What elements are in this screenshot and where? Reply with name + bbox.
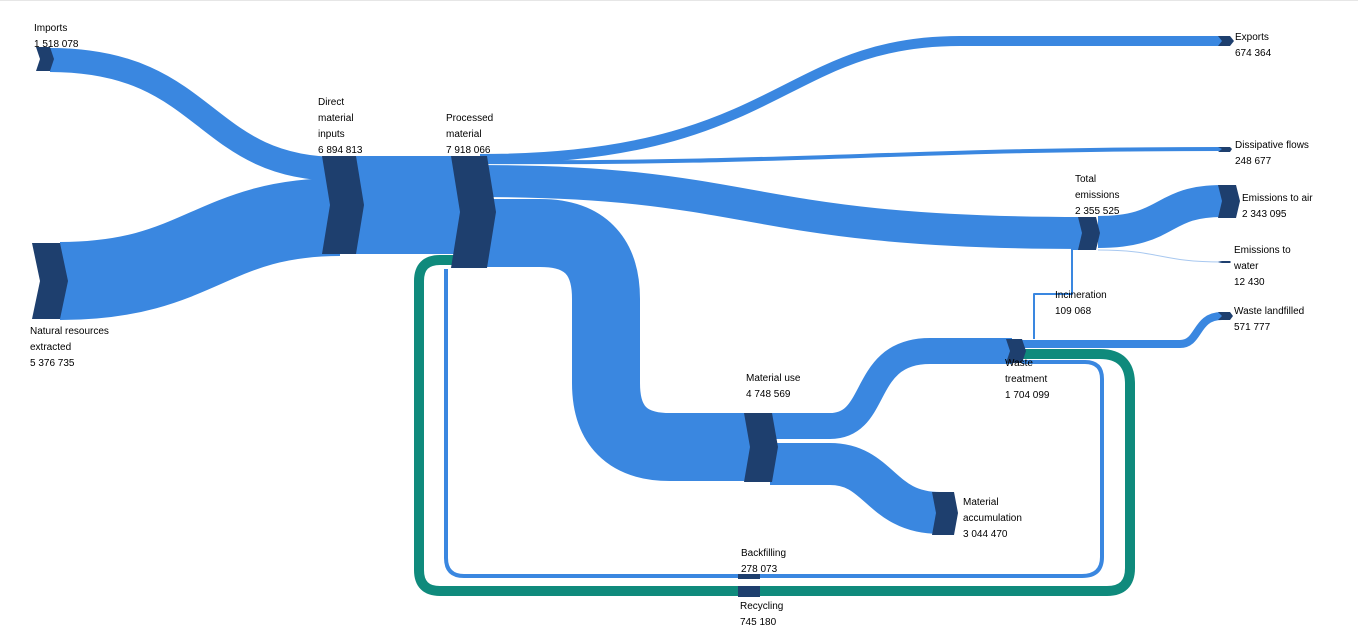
label-emissions-to-water: Emissions to water 12 430 — [1234, 243, 1304, 291]
label-dissipative-value: 248 677 — [1235, 156, 1272, 167]
label-emissions-water-name: Emissions to water — [1234, 245, 1291, 272]
label-recycling-value: 745 180 — [740, 617, 777, 628]
label-total-emissions-name: Total emissions — [1075, 174, 1120, 201]
label-backfilling-value: 278 073 — [741, 564, 778, 575]
label-emissions-air-name: Emissions to air — [1242, 193, 1313, 204]
label-incineration-name: Incineration — [1055, 290, 1107, 301]
label-material-use: Material use 4 748 569 — [746, 371, 801, 403]
label-direct-value: 6 894 813 — [318, 145, 363, 156]
label-material-accumulation-name: Material accumulation — [963, 497, 1022, 524]
label-backfilling: Backfilling 278 073 — [741, 546, 786, 578]
label-total-emissions-value: 2 355 525 — [1075, 206, 1120, 217]
label-exports-value: 674 364 — [1235, 48, 1272, 59]
label-material-use-name: Material use — [746, 373, 801, 384]
label-incineration: Incineration 109 068 — [1055, 288, 1107, 320]
flow-imports-to-direct — [49, 48, 341, 181]
label-waste-treatment-name: Waste treatment — [1005, 358, 1048, 385]
node-exports[interactable] — [1218, 36, 1234, 46]
label-waste-landfilled: Waste landfilled 571 777 — [1234, 304, 1304, 336]
flow-processed-to-dissipative — [479, 147, 1223, 165]
flow-material-use-to-accumulation — [770, 443, 942, 534]
node-direct-material-inputs[interactable] — [322, 156, 364, 254]
label-backfilling-name: Backfilling — [741, 548, 787, 559]
flow-waste-to-recycling — [414, 255, 1135, 596]
label-waste-treatment: Waste treatment 1 704 099 — [1005, 356, 1065, 404]
flow-waste-to-incineration — [1033, 248, 1082, 339]
node-imports[interactable] — [36, 47, 54, 71]
node-total-emissions[interactable] — [1078, 217, 1100, 250]
label-natural-resources: Natural resources extracted 5 376 735 — [30, 324, 120, 372]
label-processed-material: Processed material 7 918 066 — [446, 111, 506, 159]
label-total-emissions: Total emissions 2 355 525 — [1075, 172, 1135, 220]
label-processed-value: 7 918 066 — [446, 145, 491, 156]
label-direct-name: Direct material inputs — [318, 97, 354, 140]
label-recycling-name: Recycling — [740, 601, 784, 612]
label-material-use-value: 4 748 569 — [746, 389, 791, 400]
label-dissipative-name: Dissipative flows — [1235, 140, 1309, 151]
flow-material-use-to-waste-treatment — [770, 338, 1012, 439]
flow-natural-to-direct — [59, 178, 341, 320]
node-material-accumulation[interactable] — [932, 492, 958, 535]
label-emissions-air-value: 2 343 095 — [1242, 209, 1287, 220]
label-natural-value: 5 376 735 — [30, 358, 75, 369]
flow-processed-to-exports — [479, 36, 1222, 164]
flow-total-emissions-to-water — [1097, 249, 1223, 263]
flow-processed-to-total-emissions — [479, 165, 1083, 249]
label-dissipative-flows: Dissipative flows 248 677 — [1235, 138, 1309, 170]
label-imports-value: 1 518 078 — [34, 39, 79, 50]
label-emissions-to-air: Emissions to air 2 343 095 — [1242, 191, 1313, 223]
node-backfilling[interactable] — [738, 574, 760, 579]
label-exports: Exports 674 364 — [1235, 30, 1271, 62]
label-emissions-water-value: 12 430 — [1234, 277, 1265, 288]
label-waste-landfilled-name: Waste landfilled — [1234, 306, 1305, 317]
flow-waste-to-backfilling — [444, 269, 1104, 578]
label-material-accumulation: Material accumulation 3 044 470 — [963, 495, 1043, 543]
label-material-accumulation-value: 3 044 470 — [963, 529, 1008, 540]
label-exports-name: Exports — [1235, 32, 1269, 43]
flow-processed-to-material-use — [480, 199, 756, 481]
node-material-use[interactable] — [744, 413, 778, 482]
label-direct-material-inputs: Direct material inputs 6 894 813 — [318, 95, 378, 159]
flow-waste-treatment-to-landfilled — [1022, 312, 1223, 348]
label-recycling: Recycling 745 180 — [740, 599, 783, 631]
label-waste-landfilled-value: 571 777 — [1234, 322, 1271, 333]
label-processed-name: Processed material — [446, 113, 494, 140]
node-waste-landfilled[interactable] — [1218, 312, 1233, 320]
node-recycling[interactable] — [738, 586, 760, 597]
node-emissions-to-water[interactable] — [1218, 261, 1231, 263]
node-waste-treatment[interactable] — [1006, 339, 1026, 363]
node-processed-material[interactable] — [451, 156, 496, 268]
label-waste-treatment-value: 1 704 099 — [1005, 390, 1050, 401]
node-emissions-to-air[interactable] — [1218, 185, 1240, 218]
label-imports-name: Imports — [34, 23, 68, 34]
label-incineration-value: 109 068 — [1055, 306, 1092, 317]
node-natural-resources[interactable] — [32, 243, 68, 319]
node-dissipative-flows[interactable] — [1218, 147, 1232, 152]
label-natural-name: Natural resources extracted — [30, 326, 109, 353]
flow-total-emissions-to-air — [1097, 185, 1223, 248]
label-imports: Imports 1 518 078 — [34, 21, 79, 53]
